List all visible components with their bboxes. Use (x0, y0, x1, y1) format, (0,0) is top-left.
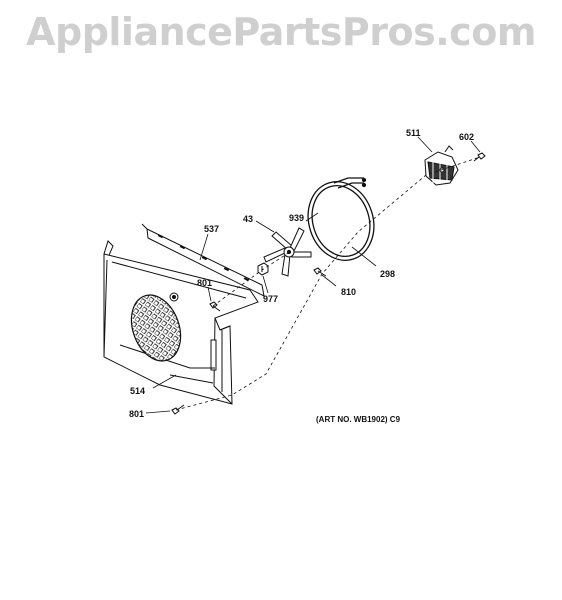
fan-cover-panel (103, 240, 259, 405)
art-number-note: (ART NO. WB1902) C9 (316, 415, 401, 424)
assembly-axis-line-2 (212, 251, 291, 307)
heating-element-ring (307, 177, 375, 261)
label-514: 514 (130, 386, 145, 396)
screw-602 (473, 152, 486, 162)
label-602: 602 (459, 132, 474, 142)
label-298: 298 (380, 269, 395, 279)
fan-grill-vent (130, 294, 182, 362)
label-537: 537 (204, 224, 219, 234)
mounting-bracket (141, 223, 265, 297)
screw-810 (313, 267, 327, 277)
fan-blade (263, 227, 312, 277)
fan-motor (424, 145, 459, 186)
label-511: 511 (406, 128, 421, 138)
screw-801-upper (209, 301, 221, 312)
label-801-upper: 801 (197, 278, 212, 288)
leader-lines (145, 136, 481, 414)
label-939: 939 (289, 213, 304, 223)
label-43: 43 (243, 214, 253, 224)
assembly-axis-line (175, 156, 481, 411)
watermark-text: AppliancePartsPros.com (26, 10, 536, 54)
label-977: 977 (263, 294, 278, 304)
label-801-lower: 801 (129, 409, 144, 419)
label-810: 810 (341, 287, 356, 297)
